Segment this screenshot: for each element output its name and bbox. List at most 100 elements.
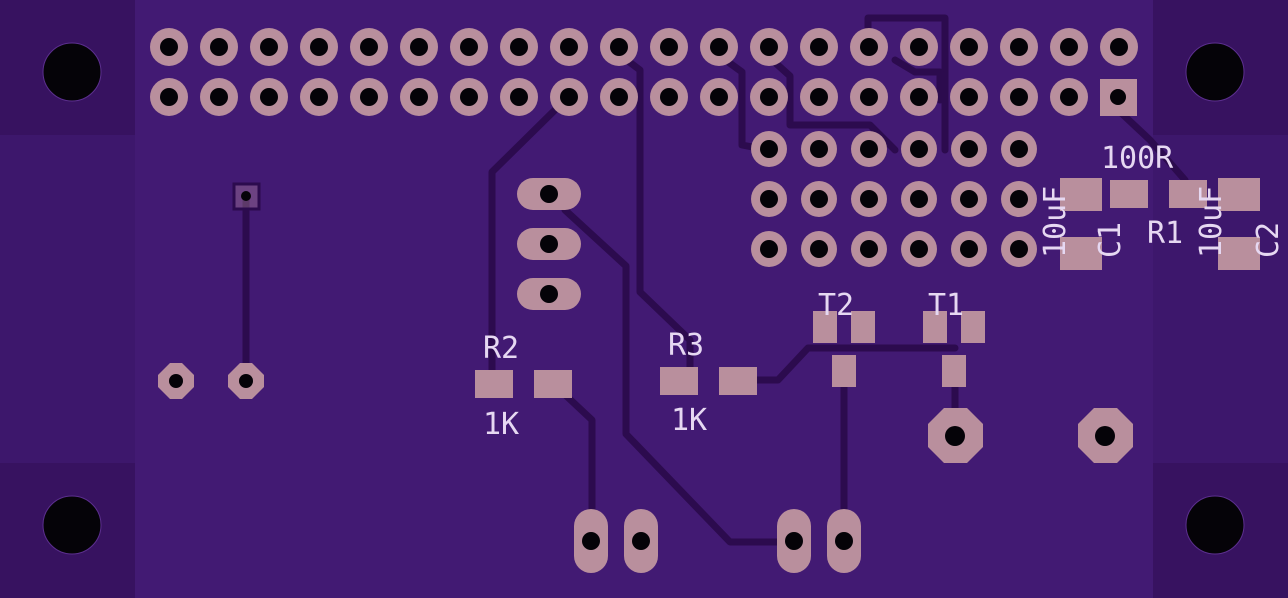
mounting-hole-top-left xyxy=(42,42,102,102)
grid-pin xyxy=(951,131,987,167)
header-pin xyxy=(1000,78,1038,116)
header-pin xyxy=(750,78,788,116)
header-pin xyxy=(900,28,938,66)
header-pin xyxy=(600,28,638,66)
header-pin xyxy=(250,28,288,66)
header-pin xyxy=(350,78,388,116)
grid-pin xyxy=(951,231,987,267)
header-pin xyxy=(1050,78,1088,116)
header-pin xyxy=(150,28,188,66)
header-pin xyxy=(950,28,988,66)
header-pin xyxy=(1000,28,1038,66)
label-c2: C2 xyxy=(1251,222,1286,258)
smd-pads-r3 xyxy=(660,367,757,395)
grid-pin xyxy=(1001,231,1037,267)
trace-header-to-r2 xyxy=(488,101,564,376)
header-pin xyxy=(300,78,338,116)
grid-pin xyxy=(851,131,887,167)
trace-header-to-r3 xyxy=(616,51,694,376)
header-pin xyxy=(1100,28,1138,66)
label-r3-value: 1K xyxy=(671,403,707,438)
smd-pads-r2 xyxy=(475,370,572,398)
label-t2: T2 xyxy=(818,288,854,323)
header-pin xyxy=(950,78,988,116)
bottom-connector-pads xyxy=(574,509,861,573)
grid-pin xyxy=(1001,181,1037,217)
header-pin xyxy=(150,78,188,116)
smd-pads-r1 xyxy=(1110,180,1207,208)
header-pin xyxy=(900,78,938,116)
header-pin xyxy=(550,78,588,116)
smd-pads-c1 xyxy=(1060,178,1102,270)
label-r2: R2 xyxy=(483,331,519,366)
label-c1: C1 xyxy=(1093,222,1128,258)
header-pin xyxy=(650,28,688,66)
header-pin xyxy=(650,78,688,116)
board-edge-left xyxy=(0,135,135,463)
grid-pin xyxy=(901,181,937,217)
header-pin xyxy=(1050,28,1088,66)
grid-pin xyxy=(751,131,787,167)
header-pin xyxy=(400,28,438,66)
grid-pin xyxy=(801,131,837,167)
header-pin xyxy=(850,78,888,116)
header-pin xyxy=(200,78,238,116)
pin-grid xyxy=(751,131,1037,267)
trace-header-loop-4 xyxy=(891,56,944,104)
oval-pads-vertical xyxy=(517,178,581,310)
mounting-hole-bottom-left xyxy=(42,495,102,555)
smd-pads-t2 xyxy=(813,311,875,387)
grid-pin xyxy=(751,181,787,217)
label-r1-value: 100R xyxy=(1101,141,1174,176)
silkscreen-labels: R2 1K R3 1K T2 T1 100R R1 10uF C1 10uF C… xyxy=(483,141,1286,442)
grid-pin xyxy=(751,231,787,267)
smd-pads-c2 xyxy=(1218,178,1260,270)
smd-pads-t1 xyxy=(923,311,985,387)
header-pin xyxy=(600,78,638,116)
label-c2-value: 10uF xyxy=(1194,186,1229,258)
label-t1: T1 xyxy=(928,288,964,323)
header-pin xyxy=(800,28,838,66)
traces xyxy=(242,14,1189,546)
header-pin xyxy=(200,28,238,66)
grid-pin xyxy=(901,231,937,267)
via xyxy=(232,182,261,211)
trace-header-to-r1 xyxy=(1114,106,1189,184)
trace-jumper-to-connector xyxy=(561,206,794,546)
header-pin xyxy=(450,78,488,116)
label-r3: R3 xyxy=(668,328,704,363)
header-pin xyxy=(550,28,588,66)
header-pin xyxy=(300,28,338,66)
grid-pin xyxy=(951,181,987,217)
label-r1: R1 xyxy=(1147,216,1183,251)
header-pin xyxy=(750,28,788,66)
grid-pin xyxy=(851,231,887,267)
header-pin xyxy=(250,78,288,116)
header-pin xyxy=(700,78,738,116)
trace-r2-to-connector xyxy=(556,386,596,544)
header-pin xyxy=(700,28,738,66)
trace-r3-to-t2 xyxy=(751,344,959,384)
header-pin xyxy=(500,78,538,116)
label-c1-value: 10uF xyxy=(1038,186,1073,258)
label-r2-value: 1K xyxy=(483,407,519,442)
trace-header-loop-2 xyxy=(766,54,899,154)
grid-pin xyxy=(901,131,937,167)
grid-pin xyxy=(801,181,837,217)
header-pin xyxy=(850,28,888,66)
header-pin xyxy=(350,28,388,66)
mounting-hole-top-right xyxy=(1185,42,1245,102)
header-pin xyxy=(800,78,838,116)
header-pin xyxy=(450,28,488,66)
header-pin-1-square xyxy=(1100,79,1137,116)
header-pin xyxy=(400,78,438,116)
header-pins xyxy=(150,28,1138,116)
grid-pin xyxy=(1001,131,1037,167)
octagon-pads xyxy=(158,363,1133,463)
header-pin xyxy=(500,28,538,66)
mounting-hole-bottom-right xyxy=(1185,495,1245,555)
mounting-holes xyxy=(42,42,1245,555)
grid-pin xyxy=(851,181,887,217)
grid-pin xyxy=(801,231,837,267)
